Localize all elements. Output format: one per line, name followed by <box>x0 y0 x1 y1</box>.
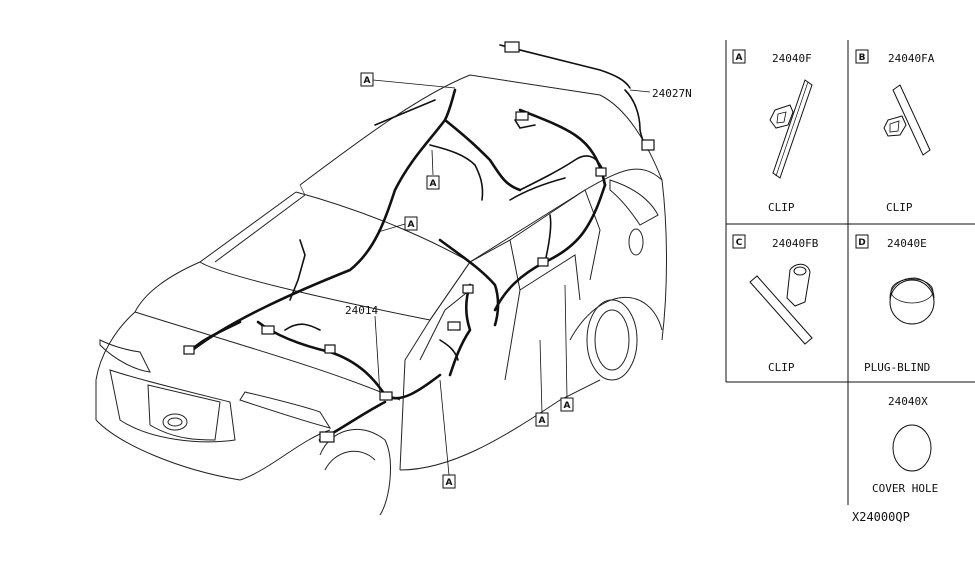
part-a-name: CLIP <box>768 201 795 214</box>
callout-tag-a-5: A <box>560 397 574 412</box>
svg-text:D: D <box>858 238 865 248</box>
part-d-number: 24040E <box>887 237 927 250</box>
part-b-number: 24040FA <box>888 52 935 65</box>
part-cell-b: B 24040FA CLIP <box>855 49 935 214</box>
plug-blind-icon <box>889 277 935 325</box>
part-d-name: PLUG-BLIND <box>864 361 930 374</box>
callout-tag-a-3: A <box>404 216 418 231</box>
svg-text:C: C <box>736 238 743 248</box>
callout-tag-a-6: A <box>442 474 456 489</box>
clip-b-icon <box>883 84 931 156</box>
callout-main-harness: 24014 <box>345 304 378 317</box>
svg-text:A: A <box>364 76 371 86</box>
svg-text:A: A <box>539 416 546 426</box>
part-c-name: CLIP <box>768 361 795 374</box>
svg-text:A: A <box>430 179 437 189</box>
parts-panel-grid <box>725 40 975 505</box>
callout-roof-harness: 24027N <box>652 87 692 100</box>
part-a-number: 24040F <box>772 52 812 65</box>
clip-a-icon <box>769 79 813 179</box>
part-c-number: 24040FB <box>772 237 819 250</box>
svg-text:B: B <box>859 53 866 63</box>
part-cell-x: 24040X COVER HOLE <box>872 395 938 495</box>
svg-text:A: A <box>408 220 415 230</box>
clip-c-icon <box>749 263 813 345</box>
callout-leaders <box>372 79 651 476</box>
svg-text:A: A <box>446 478 453 488</box>
part-cell-a: A 24040F CLIP <box>732 49 813 214</box>
part-x-number: 24040X <box>888 395 928 408</box>
part-x-name: COVER HOLE <box>872 482 938 495</box>
part-cell-c: C 24040FB CLIP <box>732 234 819 374</box>
cover-hole-icon <box>892 424 932 472</box>
wiring-harness <box>183 41 655 443</box>
callout-tag-a-1: A <box>360 72 374 87</box>
diagram-code: X24000QP <box>852 510 910 524</box>
svg-text:A: A <box>564 401 571 411</box>
callout-tag-a-2: A <box>426 175 440 190</box>
callout-tag-a-4: A <box>535 412 549 427</box>
part-cell-d: D 24040E PLUG-BLIND <box>855 234 935 374</box>
svg-text:A: A <box>736 53 743 63</box>
part-b-name: CLIP <box>886 201 913 214</box>
